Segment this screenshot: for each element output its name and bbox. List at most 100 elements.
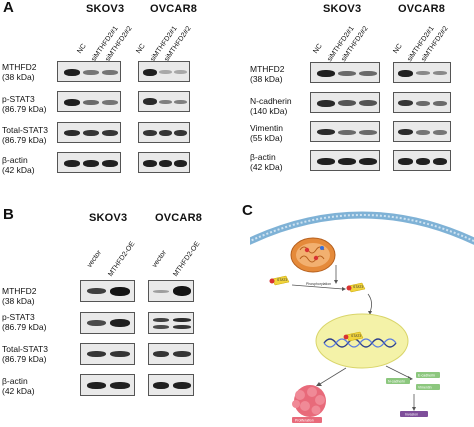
cell-line-title-skov3-a-right: SKOV3 — [323, 3, 362, 15]
western-blot-image — [57, 91, 121, 112]
western-blot-image — [80, 374, 135, 396]
emt-marker-box — [416, 384, 440, 390]
cell-line-title-skov3-b: SKOV3 — [89, 212, 128, 224]
cell-membrane — [250, 211, 474, 245]
protein-kda: (38 kDa) — [2, 295, 35, 306]
western-blot-image — [310, 92, 380, 113]
western-blot-image — [148, 280, 194, 302]
arrowhead — [368, 311, 372, 315]
emt-marker-box — [386, 378, 410, 384]
lane-label: vector — [151, 249, 168, 269]
protein-name: MTHFD2 — [250, 64, 285, 74]
western-blot-image — [393, 150, 451, 171]
blot-row-label: p-STAT3(86.79 kDa) — [2, 312, 47, 332]
protein-kda: (140 kDa) — [250, 105, 288, 116]
protein-kda: (38 kDa) — [250, 73, 283, 84]
western-blot-image — [393, 121, 451, 142]
emt-marker-label: E-cadherin — [418, 374, 435, 378]
protein-kda: (42 kDa) — [2, 385, 35, 396]
protein-name: p-STAT3 — [2, 312, 35, 322]
protein-name: Total-STAT3 — [2, 125, 48, 135]
emt-marker-label: N-cadherin — [388, 380, 405, 384]
arrowhead — [412, 407, 416, 411]
arrow — [367, 293, 372, 313]
cell-line-title-ovcar8-a-left: OVCAR8 — [150, 3, 198, 15]
phosphorylation-label: Phosphorylation — [306, 282, 331, 286]
western-blot-image — [310, 121, 380, 142]
western-blot-image — [148, 374, 194, 396]
protein-name: β-actin — [2, 155, 28, 165]
blot-row-label: β-actin(42 kDa) — [2, 155, 35, 175]
western-blot-image — [310, 62, 380, 83]
western-blot-image — [310, 150, 380, 171]
arrow — [291, 284, 344, 290]
protein-kda: (38 kDa) — [2, 71, 35, 82]
lane-label: NC — [312, 42, 324, 55]
tumor-cell-cluster-icon — [292, 385, 326, 417]
blot-row-label: MTHFD2(38 kDa) — [2, 62, 37, 82]
protein-name: MTHFD2 — [2, 62, 37, 72]
blot-row-label: p-STAT3(86.79 kDa) — [2, 94, 46, 114]
stat3-label: STAT3 — [353, 285, 363, 289]
arrow — [385, 365, 411, 379]
western-blot-image — [138, 122, 190, 143]
panel-a-letter: A — [3, 0, 14, 16]
invasion-box — [400, 411, 428, 417]
western-blot-image — [138, 152, 190, 173]
stat3-protein-icon: STAT3 — [269, 275, 290, 286]
stat3-label: STAT3 — [277, 278, 287, 282]
western-blot-image — [148, 343, 194, 365]
proliferation-label: Proliferation — [295, 419, 314, 423]
protein-kda: (55 kDa) — [250, 132, 283, 143]
invasion-label: Invasion — [405, 413, 418, 417]
blot-row-label: β-actin(42 kDa) — [250, 152, 283, 172]
western-blot-image — [138, 91, 190, 112]
arrowhead — [316, 382, 322, 386]
blot-row-label: MTHFD2(38 kDa) — [2, 286, 36, 306]
protein-kda: (86.79 kDa) — [2, 321, 47, 332]
arrowhead — [334, 280, 338, 284]
panel-c-letter: C — [242, 202, 253, 219]
proliferation-box — [292, 417, 322, 423]
protein-name: β-actin — [2, 376, 28, 386]
blot-row-label: N-cadherin(140 kDa) — [250, 96, 292, 116]
blot-row-label: Total-STAT3(86.79 kDa) — [2, 125, 48, 145]
protein-kda: (42 kDa) — [250, 161, 283, 172]
emt-marker-box — [416, 372, 440, 378]
protein-kda: (86.79 kDa) — [2, 353, 47, 364]
lane-label: MTHFD2-OE — [107, 240, 137, 278]
western-blot-image — [57, 152, 121, 173]
lane-label: NC — [135, 42, 147, 55]
western-blot-image — [148, 312, 194, 334]
western-blot-image — [57, 61, 121, 82]
pathway-diagram: STAT3 Phosphorylation STAT3 STAT3 Prolif… — [250, 211, 474, 423]
blot-row-label: β-actin(42 kDa) — [2, 376, 35, 396]
western-blot-image — [80, 312, 135, 334]
protein-kda: (86.79 kDa) — [2, 134, 47, 145]
lane-label: vector — [86, 249, 103, 269]
mitochondrion-icon — [290, 237, 336, 273]
western-blot-image — [80, 280, 135, 302]
protein-name: Total-STAT3 — [2, 344, 48, 354]
panel-b-letter: B — [3, 206, 14, 223]
blot-row-label: Vimentin(55 kDa) — [250, 123, 283, 143]
nucleus-icon: STAT3 — [315, 313, 409, 369]
protein-name: N-cadherin — [250, 96, 292, 106]
western-blot-image — [393, 62, 451, 83]
p-stat3-protein-icon: STAT3 — [346, 282, 366, 293]
blot-row-label: MTHFD2(38 kDa) — [250, 64, 285, 84]
arrowhead — [342, 287, 346, 291]
cell-line-title-ovcar8-a-right: OVCAR8 — [398, 3, 446, 15]
lane-label: MTHFD2-OE — [172, 240, 202, 278]
blot-row-label: Total-STAT3(86.79 kDa) — [2, 344, 48, 364]
western-blot-image — [138, 61, 190, 82]
lane-label: NC — [392, 42, 404, 55]
western-blot-image — [393, 92, 451, 113]
stat3-label: STAT3 — [351, 334, 361, 338]
protein-name: p-STAT3 — [2, 94, 35, 104]
arrow — [319, 367, 347, 385]
western-blot-image — [57, 122, 121, 143]
cell-line-title-skov3-a-left: SKOV3 — [86, 3, 125, 15]
protein-kda: (42 kDa) — [2, 164, 35, 175]
emt-marker-label: Vimentin — [418, 386, 432, 390]
